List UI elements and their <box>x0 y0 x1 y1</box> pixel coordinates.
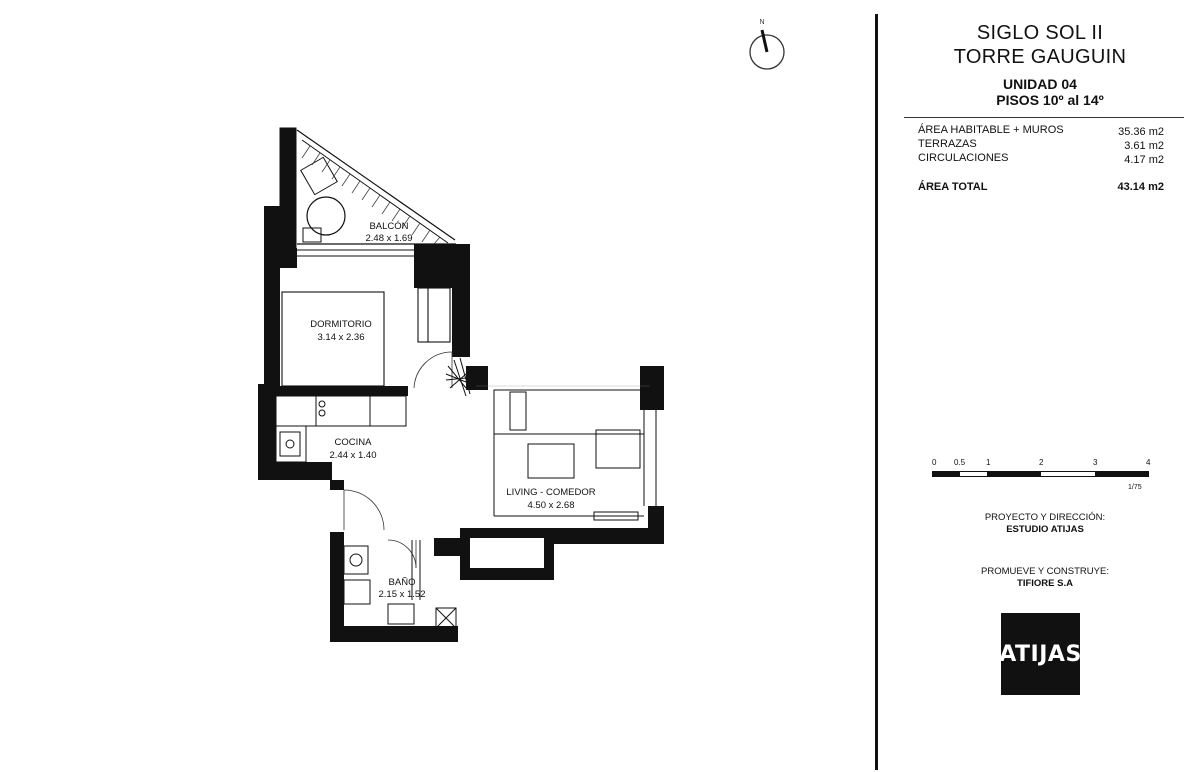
compass-icon: N <box>749 19 785 70</box>
floors-label: PISOS 10º al 14º <box>996 92 1104 108</box>
area-value: 3.61 m2 <box>1124 140 1164 152</box>
bathroom-fixtures <box>343 540 457 629</box>
scale-tick-label: 3 <box>1093 458 1098 467</box>
scale-tick-label: 0 <box>932 458 937 467</box>
floor-plan: N <box>258 19 785 642</box>
area-label: TERRAZAS <box>918 138 977 150</box>
bano-dims: 2.15 x 1.52 <box>378 589 425 600</box>
logo-text: ATIJAS <box>999 641 1082 667</box>
promoter-value: TIFIORE S.A <box>1017 578 1073 589</box>
cocina-name: COCINA <box>335 437 373 448</box>
total-label: ÁREA TOTAL <box>918 181 988 193</box>
kitchen-counter <box>275 395 407 463</box>
room-labels: BALCÓN 2.48 x 1.69 DORMITORIO 3.14 x 2.3… <box>310 221 596 600</box>
scale-bar-frame <box>932 471 1149 477</box>
balcony-outline <box>279 127 456 257</box>
unit-label: UNIDAD 04 <box>1003 76 1077 92</box>
title-block-divider <box>875 14 878 770</box>
total-value: 43.14 m2 <box>1117 181 1164 193</box>
living-name: LIVING - COMEDOR <box>506 487 595 498</box>
stair-hatch <box>445 357 471 397</box>
door-swings <box>343 351 453 569</box>
living-dims: 4.50 x 2.68 <box>527 500 574 511</box>
balcony-rail-hatch <box>301 145 441 245</box>
bano-name: BAÑO <box>389 577 416 588</box>
living-furniture <box>493 389 657 521</box>
scale-bar: 0 0.5 1 2 3 4 1/75 <box>932 458 1172 498</box>
balcon-dims: 2.48 x 1.69 <box>365 233 412 244</box>
scale-tick-label: 2 <box>1039 458 1044 467</box>
north-label: N <box>759 19 764 26</box>
atijas-logo: ATIJAS <box>999 613 1082 695</box>
project-direction-value: ESTUDIO ATIJAS <box>1006 524 1084 535</box>
walls <box>258 206 664 642</box>
scale-ratio: 1/75 <box>1128 484 1142 491</box>
project-name-line2: TORRE GAUGUIN <box>953 46 1127 68</box>
promoter-label: PROMUEVE Y CONSTRUYE: <box>981 566 1109 577</box>
cocina-dims: 2.44 x 1.40 <box>329 450 376 461</box>
area-label: ÁREA HABITABLE + MUROS <box>918 124 1064 136</box>
areas-rule <box>904 117 1184 118</box>
bed <box>281 287 451 387</box>
title-block: SIGLO SOL II TORRE GAUGUIN UNIDAD 04 PIS… <box>880 0 1200 772</box>
scale-tick-label: 1 <box>986 458 991 467</box>
area-value: 35.36 m2 <box>1118 126 1164 138</box>
project-name-line1: SIGLO SOL II <box>976 22 1104 44</box>
dormitorio-dims: 3.14 x 2.36 <box>317 332 364 343</box>
area-label: CIRCULACIONES <box>918 152 1009 164</box>
balcon-name: BALCÓN <box>369 221 408 232</box>
scale-tick-label: 4 <box>1146 458 1151 467</box>
scale-tick-label: 0.5 <box>954 458 966 467</box>
dormitorio-name: DORMITORIO <box>310 319 372 330</box>
area-value: 4.17 m2 <box>1124 154 1164 166</box>
project-direction-label: PROYECTO Y DIRECCIÓN: <box>984 512 1106 523</box>
